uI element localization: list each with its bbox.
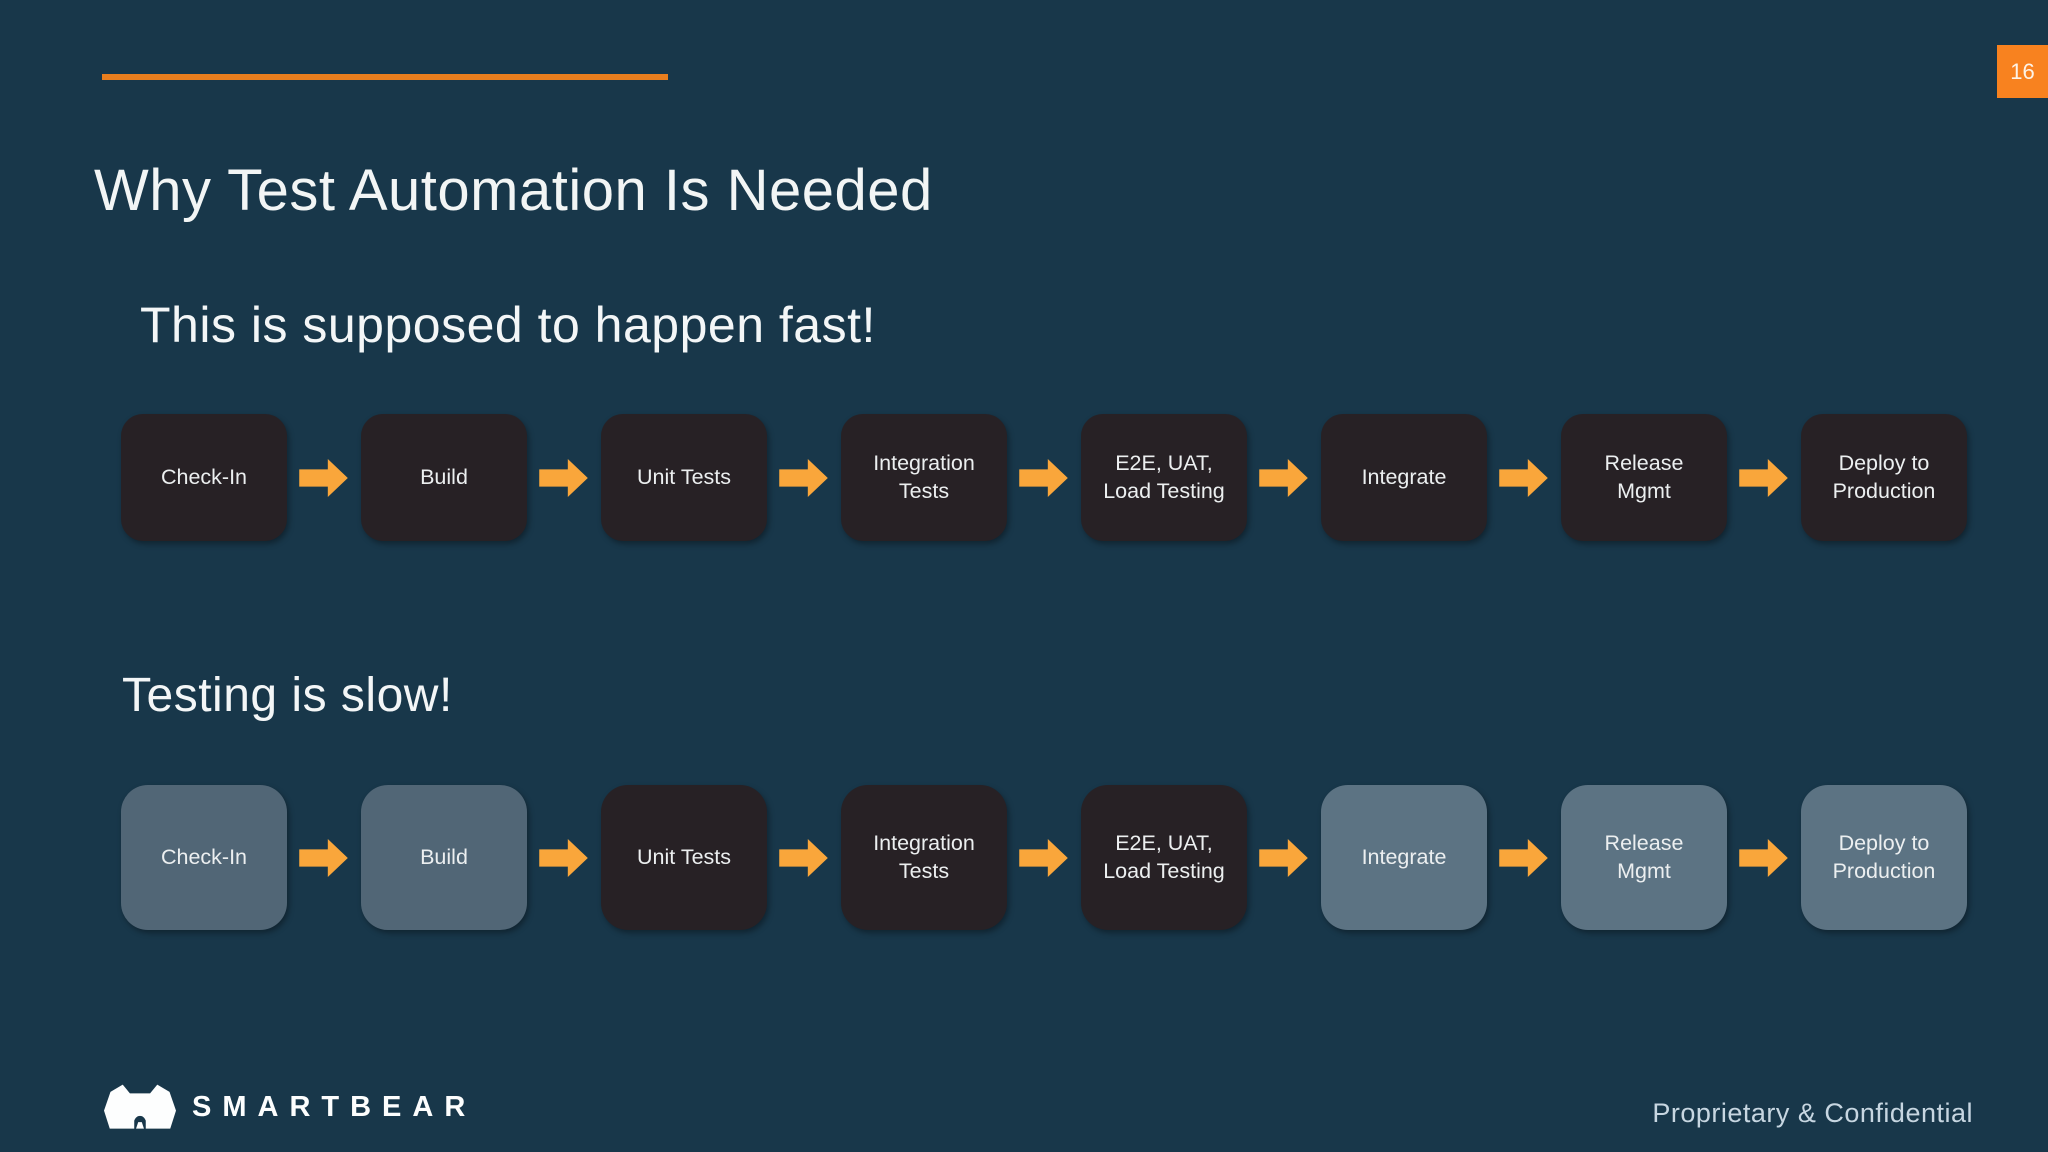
flow-row-slow: Check-In Build Unit Tests Integration Te… — [121, 785, 1967, 930]
step-label: Unit Tests — [637, 844, 731, 869]
step-label: Check-In — [160, 464, 248, 489]
step-label: E2E, UAT, Load Testing — [1103, 450, 1225, 503]
arrow-right-icon — [539, 458, 588, 497]
step-label: Integration Tests — [873, 830, 975, 883]
step-label: Integrate — [1361, 844, 1447, 869]
arrow-right-icon — [1259, 458, 1308, 497]
step-box-check-in: Check-In — [121, 414, 287, 541]
brand-name: SMARTBEAR — [192, 1090, 477, 1123]
brand-logo: SMARTBEAR — [104, 1082, 476, 1132]
step-label: Deploy to Production — [1832, 830, 1936, 883]
arrow-right-icon — [1019, 458, 1068, 497]
confidential-note: Proprietary & Confidential — [1652, 1098, 1973, 1128]
section-heading-fast: This is supposed to happen fast! — [140, 297, 876, 353]
page-number-tab: 16 — [1997, 45, 2048, 98]
step-label: Release Mgmt — [1604, 830, 1684, 883]
step-box-release-mgmt: Release Mgmt — [1561, 414, 1727, 541]
step-box-e2e-uat-load: E2E, UAT, Load Testing — [1081, 414, 1247, 541]
arrow-right-icon — [779, 458, 828, 497]
step-box-build: Build — [361, 414, 527, 541]
step-label: Integration Tests — [873, 450, 975, 503]
arrow-right-icon — [299, 458, 348, 497]
step-box-integration-tests: Integration Tests — [841, 785, 1007, 930]
step-label: Build — [420, 844, 468, 869]
step-box-integrate: Integrate — [1321, 414, 1487, 541]
step-label: Integrate — [1361, 464, 1447, 489]
step-box-build: Build — [361, 785, 527, 930]
arrow-right-icon — [1499, 838, 1548, 877]
step-box-unit-tests: Unit Tests — [601, 785, 767, 930]
accent-line — [102, 74, 668, 80]
arrow-right-icon — [539, 838, 588, 877]
step-box-integrate: Integrate — [1321, 785, 1487, 930]
step-box-e2e-uat-load: E2E, UAT, Load Testing — [1081, 785, 1247, 930]
step-box-deploy-production: Deploy to Production — [1801, 785, 1967, 930]
arrow-right-icon — [1739, 838, 1788, 877]
flow-row-fast: Check-In Build Unit Tests Integration Te… — [121, 414, 1967, 541]
smartbear-bear-icon — [104, 1084, 176, 1129]
arrow-right-icon — [1499, 458, 1548, 497]
step-box-integration-tests: Integration Tests — [841, 414, 1007, 541]
arrow-right-icon — [1739, 458, 1788, 497]
arrow-right-icon — [779, 838, 828, 877]
arrow-right-icon — [299, 838, 348, 877]
step-label: Build — [420, 464, 468, 489]
step-label: Deploy to Production — [1832, 450, 1936, 503]
step-box-check-in: Check-In — [121, 785, 287, 930]
step-box-deploy-production: Deploy to Production — [1801, 414, 1967, 541]
step-label: Check-In — [160, 844, 248, 869]
step-label: Release Mgmt — [1604, 450, 1684, 503]
arrow-right-icon — [1019, 838, 1068, 877]
step-label: Unit Tests — [637, 464, 731, 489]
arrow-right-icon — [1259, 838, 1308, 877]
step-label: E2E, UAT, Load Testing — [1103, 830, 1225, 883]
section-heading-slow: Testing is slow! — [122, 669, 453, 722]
step-box-release-mgmt: Release Mgmt — [1561, 785, 1727, 930]
page-number: 16 — [2010, 58, 2035, 84]
slide-title: Why Test Automation Is Needed — [94, 157, 933, 223]
step-box-unit-tests: Unit Tests — [601, 414, 767, 541]
